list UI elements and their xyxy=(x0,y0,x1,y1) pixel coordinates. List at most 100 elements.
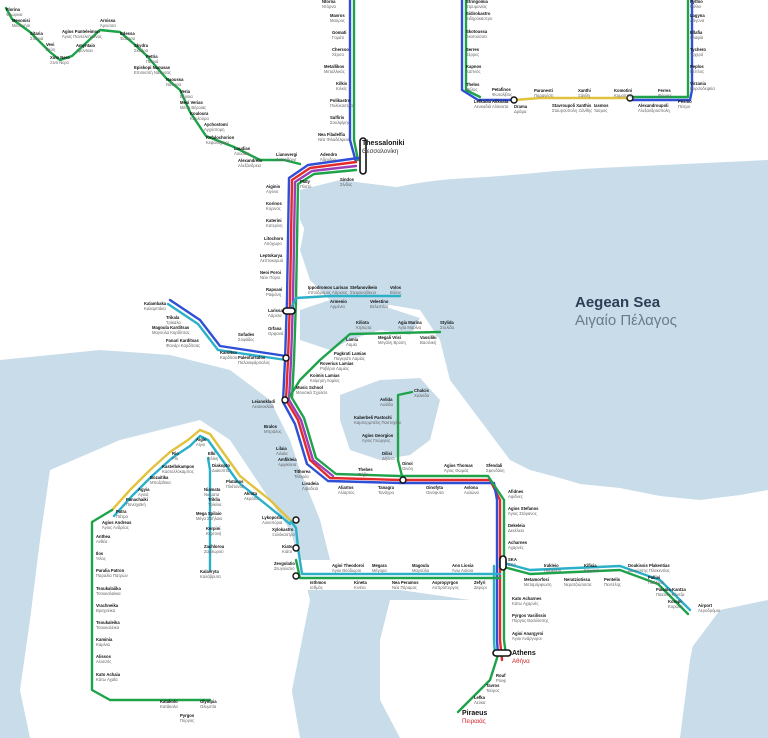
station-name-en: Sofades xyxy=(238,332,255,337)
station-name-en: Kifisia xyxy=(584,563,597,568)
station-name-gr: Νέα Φιλαδέλφεια xyxy=(318,136,350,142)
station-name-gr: Θήβα xyxy=(358,471,369,477)
line-airport xyxy=(498,560,692,612)
station-name-gr: Λάγυνα xyxy=(690,17,705,23)
station-name-en: Kefalochorion xyxy=(206,135,235,140)
station-name-gr: Βόλος xyxy=(390,289,402,295)
thermaic-gulf xyxy=(300,180,440,240)
station-name-en: Florina xyxy=(6,7,20,12)
station-name-en: Zefyri xyxy=(474,580,486,585)
station-name-gr: Φέρρες xyxy=(658,92,672,98)
station-name-gr: Σταυρούπολη Ξάνθης xyxy=(552,107,593,113)
station-name-en: Mesonisi xyxy=(12,18,30,23)
station-name-gr: Τσουκαλέικα xyxy=(96,624,120,630)
station-name-en: Kilkis xyxy=(336,81,348,86)
station-name-gr: Πύργος Βασιλίσσης xyxy=(512,617,549,623)
station-name-en: Stringomia xyxy=(466,0,488,4)
station-name-gr: Άδενδρο xyxy=(320,156,337,162)
station-name-gr: Μαύρος xyxy=(330,17,345,23)
station-name-gr: Άγιος Γεώργιος xyxy=(362,437,391,443)
station-name-en: Vevi xyxy=(46,42,55,47)
station-name-en: Sulfiris xyxy=(330,115,345,120)
station-name-en: Platanos xyxy=(226,479,244,484)
station-name-gr: Κερπινή xyxy=(206,530,222,536)
station-name-en: Xanthi xyxy=(578,88,591,93)
station-name-gr: Ελίκη xyxy=(208,455,219,461)
station-name-gr: Σοφάδες xyxy=(238,336,255,342)
station-name-gr: Θέλος xyxy=(466,86,478,92)
station-name-en: Ilos xyxy=(96,551,104,556)
station-name-en: Koropi xyxy=(668,599,682,604)
station-name-gr: Τρίκαλα xyxy=(166,319,181,325)
station-name-en: Vassiliki xyxy=(420,335,437,340)
station-name-gr: Καρδίτσα xyxy=(220,354,238,360)
station-name-gr: Βραχνέικα xyxy=(96,607,116,613)
station-name-en: Tsoukaleika xyxy=(96,620,120,625)
line-east-b xyxy=(628,0,694,102)
station-name-gr: Ασπρόπυργος xyxy=(432,584,459,590)
station-name-en: Megara xyxy=(372,563,387,568)
station-name-gr: Λαμία xyxy=(346,341,357,347)
station-name-gr: Μέση Βέροιας xyxy=(180,104,207,110)
station-name-gr: Πεντέλης xyxy=(604,581,621,587)
station-name-gr: Αγυιά xyxy=(138,491,149,497)
station-name-en: Doukissis Plakentias xyxy=(628,563,670,568)
station-name-en: Dilisi xyxy=(382,451,393,456)
station-name-en: Alexandroupoli xyxy=(638,103,669,108)
station-name-gr: Παρανέστι xyxy=(534,92,554,98)
station-name-gr: Βελεστίνο xyxy=(370,303,389,309)
line-serres xyxy=(460,0,516,102)
line-north-kilkis xyxy=(348,0,358,164)
station-name-en: Kalambaka xyxy=(144,301,167,306)
station-name-en: Xino Nero xyxy=(50,55,70,60)
station-name-en: Pesmo xyxy=(678,99,692,104)
station-name-gr: Χαλκίδα xyxy=(414,392,430,398)
station-name-gr: Άγιοι Θεόδωροι xyxy=(332,567,361,573)
station-name-gr: Ήλος xyxy=(96,555,106,561)
station-name-gr: Στρυμονίας xyxy=(466,3,487,9)
line-chalcis xyxy=(396,390,414,478)
station-name-en: Loudias xyxy=(234,146,251,151)
station-name-en: Aychostomi xyxy=(204,122,228,127)
station-name-gr: Παγκράτι Λαμίας xyxy=(334,355,365,361)
station-name-en: Kaberbeli Pastochi xyxy=(354,415,392,420)
station-name-en: Oinoi xyxy=(402,461,413,466)
euboean-gulf xyxy=(340,378,440,460)
line-kalavryta xyxy=(206,456,212,572)
station-name-en: Ippodromos Larisas xyxy=(308,285,349,290)
station-name-gr: Λυκοπόρια xyxy=(262,519,283,525)
station-name-gr: Κορινός xyxy=(266,205,281,211)
